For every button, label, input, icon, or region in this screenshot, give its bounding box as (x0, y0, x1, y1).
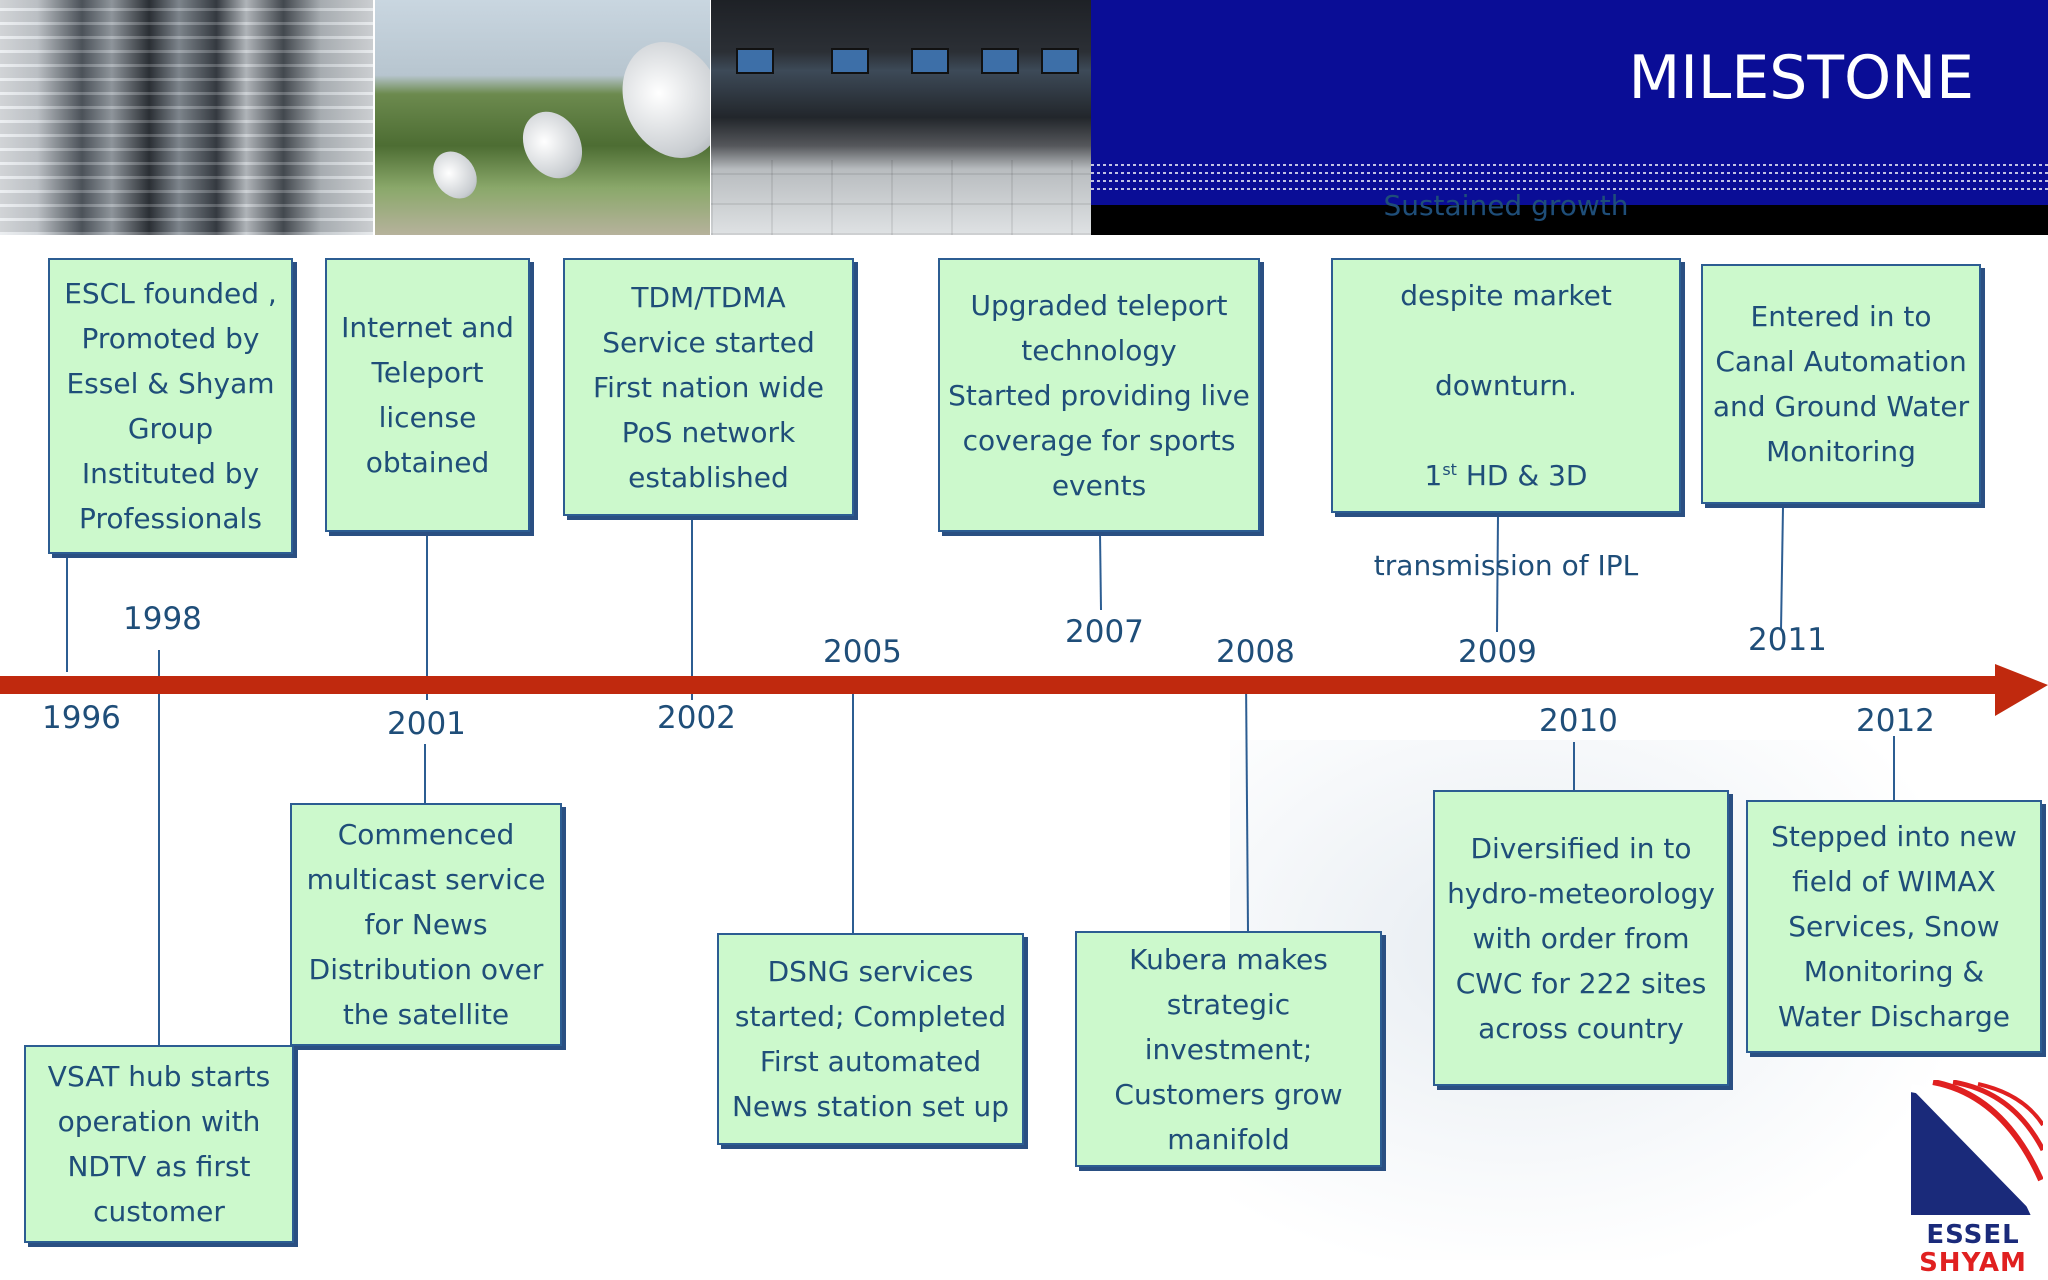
year-2008: 2008 (1216, 634, 1295, 670)
milestone-box-2010: Diversified in to hydro-meteorology with… (1433, 790, 1729, 1086)
banner-stripes (1091, 160, 2048, 196)
timeline-axis (0, 676, 2000, 694)
milestone-box-1996: ESCL founded , Promoted by Essel & Shyam… (48, 258, 293, 554)
milestone-box-2008: Kubera makes strategic investment; Custo… (1075, 931, 1382, 1167)
milestone-2009-line-4: 1st HD & 3D (1374, 453, 1638, 498)
server-room-photo (0, 0, 373, 235)
connector-lines (66, 506, 1895, 1045)
connector-2009 (1496, 514, 1499, 633)
milestone-2009-line-2: despite market (1400, 279, 1612, 312)
milestone-2009-hd-number: 1 (1424, 459, 1443, 492)
milestone-box-2009: Sustained growth despite market downturn… (1331, 189, 1681, 582)
milestone-text-1996: ESCL founded , Promoted by Essel & Shyam… (64, 277, 277, 535)
year-2011: 2011 (1748, 622, 1827, 658)
connector-2011 (1780, 506, 1784, 631)
milestone-box-2011: Entered in to Canal Automation and Groun… (1701, 264, 1981, 504)
milestone-text-2005: DSNG services started; Completed First a… (731, 955, 1010, 1123)
milestone-2009-hd-rest: HD & 3D (1456, 459, 1588, 492)
milestone-text-2009: Sustained growth despite market downturn… (1374, 138, 1638, 633)
year-1998: 1998 (123, 601, 202, 637)
milestone-text-2010: Diversified in to hydro-meteorology with… (1447, 831, 1715, 1045)
logo-text-essel: ESSEL (1926, 1220, 2020, 1250)
year-2010: 2010 (1539, 703, 1618, 739)
milestone-2009-hd-suffix: st (1442, 460, 1457, 479)
year-2001: 2001 (387, 706, 466, 742)
milestone-2009-line-3: downturn. (1435, 369, 1577, 402)
year-1996: 1996 (42, 700, 121, 736)
milestone-text-2012: Stepped into new field of WIMAX Services… (1771, 820, 2017, 1033)
year-2007: 2007 (1065, 614, 1144, 650)
milestone-text-1998: VSAT hub starts operation with NDTV as f… (47, 1060, 271, 1228)
milestone-2009-line-1: Sustained growth (1383, 189, 1629, 222)
milestone-box-2012: Stepped into new field of WIMAX Services… (1746, 800, 2042, 1053)
page-title: MILESTONE (1628, 43, 1974, 113)
milestone-2009-line-5: transmission of IPL (1373, 549, 1639, 582)
milestone-text-2011: Entered in to Canal Automation and Groun… (1712, 300, 1970, 468)
essel-shyam-logo: ESSEL SHYAM (1903, 1079, 2046, 1280)
year-2005: 2005 (823, 634, 902, 670)
milestone-text-2002: TDM/TDMA Service started First nation wi… (593, 280, 824, 494)
banner-black-strip (1091, 205, 2048, 235)
year-2012: 2012 (1856, 703, 1935, 739)
logo-text-shyam: SHYAM (1919, 1248, 2027, 1278)
connector-2007 (1099, 532, 1102, 611)
year-2002: 2002 (657, 700, 736, 736)
timeline-arrowhead (1995, 664, 2048, 716)
milestone-box-2001-multicast: Commenced multicast service for News Dis… (290, 803, 562, 1046)
milestone-box-2002: TDM/TDMA Service started First nation wi… (563, 258, 854, 516)
control-room-photo (711, 0, 1091, 235)
milestone-text-2008: Kubera makes strategic investment; Custo… (1114, 942, 1343, 1156)
milestone-text-2001-multicast: Commenced multicast service for News Dis… (306, 818, 546, 1031)
logo-mark (1910, 1079, 2046, 1217)
title-banner (1091, 0, 2048, 205)
milestone-box-2007: Upgraded teleport technology Started pro… (938, 258, 1260, 532)
connector-2008 (1245, 677, 1249, 932)
milestone-box-2001-license: Internet and Teleport license obtained (325, 258, 530, 532)
milestone-box-1998: VSAT hub starts operation with NDTV as f… (24, 1045, 294, 1243)
year-2009: 2009 (1458, 634, 1537, 670)
milestone-text-2001-license: Internet and Teleport license obtained (341, 311, 514, 479)
milestone-text-2007: Upgraded teleport technology Started pro… (948, 288, 1250, 502)
satellite-dish-photo (375, 0, 710, 235)
milestone-box-2005: DSNG services started; Completed First a… (717, 933, 1024, 1145)
